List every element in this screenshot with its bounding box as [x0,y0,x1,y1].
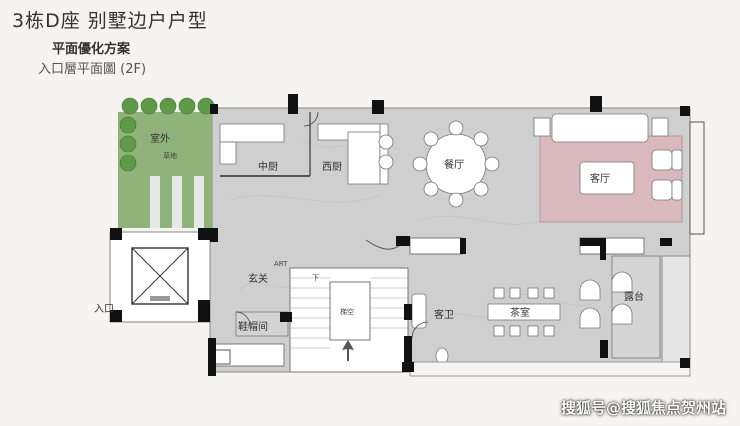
floor-caption: 入口層平面圖 (2F) [38,62,147,77]
label-outdoor: 室外 [150,132,170,145]
walls [110,94,690,376]
stepping-stones [150,176,204,228]
stair-curve [365,239,401,250]
terrace-chairs [611,271,633,325]
label-living: 客厅 [590,172,610,185]
bottom-corridor [409,361,691,377]
stair-treads [290,277,408,349]
living-furniture [533,113,683,201]
label-art: ART [274,260,288,268]
watermark: 搜狐号@搜狐焦点贺州站 [560,399,726,417]
page-title: 3栋D座 别墅边户户型 [12,10,208,32]
kitchen-counters [219,123,389,185]
washer [213,349,231,365]
hedge-trees [119,97,215,172]
door-swings [235,111,429,339]
label-entrance: 入口 [94,304,114,315]
storage-cabinet [409,237,463,255]
tea-room-chairs [579,279,601,329]
label-outdoor-sub: 草地 [163,151,177,160]
direction-arrow [342,340,354,361]
label-tea-room: 茶室 [510,306,530,319]
stair-landing [329,281,371,341]
tea-room-furniture [487,287,561,337]
shoe-room [235,311,289,337]
bar-stools [378,134,394,170]
label-guest-bath: 客卫 [434,308,454,321]
label-western-kitchen: 西厨 [322,161,342,173]
balcony-rail [661,255,691,369]
label-dining: 餐厅 [444,158,464,171]
label-terrace: 露台 [624,290,644,303]
label-chinese-kitchen: 中厨 [258,160,278,173]
dining-set [412,120,500,208]
label-shoe-room: 鞋帽间 [238,320,268,333]
label-foyer: 玄关 [248,272,268,285]
page-subtitle: 平面優化方案 [52,42,131,57]
label-stair-well: 梯空 [340,307,354,316]
side-window [689,121,705,235]
label-down: 下 [312,274,319,282]
